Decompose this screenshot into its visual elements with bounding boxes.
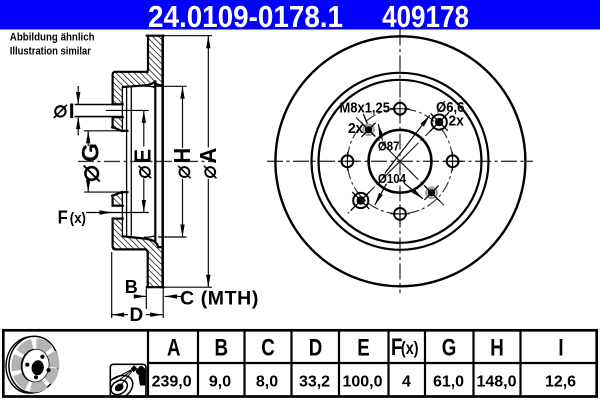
svg-text:G: G bbox=[78, 143, 105, 162]
svg-text:F: F bbox=[58, 207, 68, 228]
svg-text:C (MTH): C (MTH) bbox=[180, 287, 259, 309]
svg-text:A: A bbox=[167, 335, 181, 362]
svg-text:Ø6,6: Ø6,6 bbox=[436, 98, 465, 115]
svg-text:100,0: 100,0 bbox=[342, 373, 382, 390]
svg-text:61,0: 61,0 bbox=[433, 373, 464, 390]
svg-text:G: G bbox=[442, 335, 457, 362]
svg-text:(x): (x) bbox=[70, 209, 86, 226]
svg-text:I: I bbox=[69, 100, 75, 123]
svg-text:Ø104: Ø104 bbox=[378, 171, 406, 186]
svg-text:9,0: 9,0 bbox=[209, 373, 231, 390]
svg-text:F: F bbox=[391, 334, 402, 361]
svg-text:24.0109-0178.1: 24.0109-0178.1 bbox=[148, 0, 343, 34]
svg-text:D: D bbox=[309, 335, 323, 362]
svg-text:239,0: 239,0 bbox=[152, 373, 192, 390]
svg-text:12,6: 12,6 bbox=[545, 373, 576, 390]
svg-text:2x: 2x bbox=[348, 120, 363, 136]
svg-text:M8x1,25: M8x1,25 bbox=[340, 98, 391, 115]
svg-text:E: E bbox=[130, 149, 156, 164]
svg-text:D: D bbox=[130, 305, 144, 326]
svg-text:33,2: 33,2 bbox=[299, 373, 330, 390]
svg-text:H: H bbox=[169, 148, 195, 164]
svg-text:2x: 2x bbox=[449, 112, 464, 128]
svg-text:Ø87: Ø87 bbox=[378, 139, 400, 154]
svg-text:(x): (x) bbox=[401, 338, 419, 358]
svg-text:I: I bbox=[558, 335, 563, 362]
svg-text:409178: 409178 bbox=[382, 0, 469, 34]
svg-text:B: B bbox=[125, 277, 138, 297]
svg-text:E: E bbox=[357, 335, 369, 362]
svg-text:A: A bbox=[195, 148, 221, 164]
svg-text:4: 4 bbox=[402, 373, 411, 390]
svg-text:C: C bbox=[261, 335, 275, 362]
svg-text:8,0: 8,0 bbox=[256, 373, 278, 390]
svg-text:B: B bbox=[215, 335, 229, 362]
svg-text:H: H bbox=[490, 335, 504, 362]
svg-text:Illustration similar: Illustration similar bbox=[10, 46, 91, 58]
svg-text:148,0: 148,0 bbox=[476, 373, 516, 390]
svg-text:Abbildung ähnlich: Abbildung ähnlich bbox=[10, 32, 95, 44]
